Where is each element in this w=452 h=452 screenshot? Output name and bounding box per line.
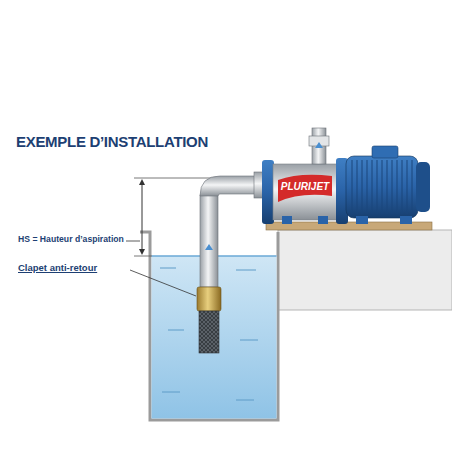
motor-fin (352, 160, 353, 214)
title: EXEMPLE D’INSTALLATION (16, 133, 208, 150)
motor-fin (402, 160, 403, 214)
motor-fin (412, 160, 413, 214)
brand-logo: PLURIJET (281, 181, 329, 192)
motor-fin (387, 160, 388, 214)
motor-fin (397, 160, 398, 214)
dimension-label: HS = Hauteur d’aspiration (18, 234, 124, 244)
motor-fin (382, 160, 383, 214)
part-label: Clapet anti-retour (18, 262, 97, 273)
motor-fin (357, 160, 358, 214)
motor-fin (367, 160, 368, 214)
motor-fin (372, 160, 373, 214)
motor-fin (407, 160, 408, 214)
motor-fin (392, 160, 393, 214)
motor-fin (362, 160, 363, 214)
motor-fin (377, 160, 378, 214)
